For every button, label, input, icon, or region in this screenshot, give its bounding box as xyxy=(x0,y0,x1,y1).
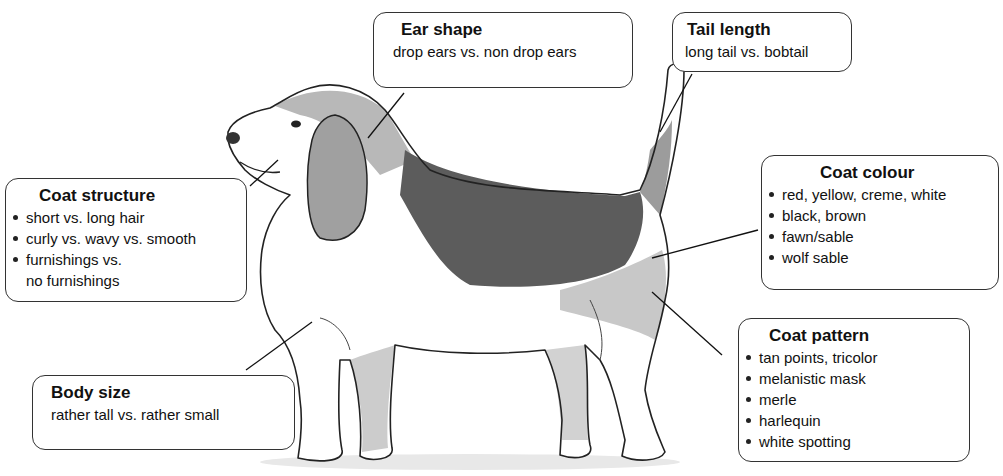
dog-silhouette xyxy=(228,64,684,461)
bullet-text: melanistic mask xyxy=(759,368,866,389)
bullet-item: tan points, tricolor xyxy=(745,347,959,368)
bullet-dot xyxy=(746,355,751,360)
leader-line xyxy=(652,230,758,258)
callout-heading: Body size xyxy=(51,381,284,404)
bullet-item: black, brown xyxy=(768,205,988,226)
black-saddle xyxy=(400,150,643,287)
leader-line xyxy=(368,93,404,138)
bullet-dot xyxy=(746,418,751,423)
bullet-item: furnishings vs. no furnishings xyxy=(12,249,236,291)
bullet-text: harlequin xyxy=(759,410,821,431)
bullet-dot xyxy=(746,397,751,402)
thigh-shading xyxy=(560,250,666,340)
bullet-text: short vs. long hair xyxy=(26,207,144,228)
bullet-text: furnishings vs. no furnishings xyxy=(26,249,131,291)
bullet-text: red, yellow, creme, white xyxy=(782,184,946,205)
callout-text: drop ears vs. non drop ears xyxy=(393,41,622,62)
bullet-dot xyxy=(746,439,751,444)
bullet-dot xyxy=(13,257,18,262)
callout-box: Tail lengthlong tail vs. bobtail xyxy=(672,12,852,72)
dog-outline xyxy=(228,64,684,461)
elbow-line xyxy=(320,318,350,350)
callout-heading: Ear shape xyxy=(401,18,622,41)
eye xyxy=(291,121,301,128)
hind-leg-shading xyxy=(545,345,588,440)
callout-box: Body sizerather tall vs. rather small xyxy=(32,375,295,450)
bullet-dot xyxy=(769,192,774,197)
ear xyxy=(307,115,367,240)
bullet-item: harlequin xyxy=(745,410,959,431)
callout-text: long tail vs. bobtail xyxy=(685,41,841,62)
bullet-item: melanistic mask xyxy=(745,368,959,389)
bullet-text: merle xyxy=(759,389,797,410)
bullet-item: curly vs. wavy vs. smooth xyxy=(12,228,236,249)
callout-heading: Coat pattern xyxy=(769,324,959,347)
bullet-text: fawn/sable xyxy=(782,226,854,247)
bullet-text: white spotting xyxy=(759,431,851,452)
leader-line xyxy=(660,74,692,132)
bullet-text: curly vs. wavy vs. smooth xyxy=(26,228,196,249)
nose xyxy=(226,132,240,144)
leader-line xyxy=(652,292,722,355)
callout-box: Ear shapedrop ears vs. non drop ears xyxy=(373,12,633,88)
bullet-dot xyxy=(769,234,774,239)
bullet-item: white spotting xyxy=(745,431,959,452)
bullet-item: wolf sable xyxy=(768,247,988,268)
callout-box: Coat colourred, yellow, creme, whiteblac… xyxy=(761,155,999,290)
bullet-dot xyxy=(769,213,774,218)
leader-line xyxy=(246,322,312,370)
bullet-text: wolf sable xyxy=(782,247,849,268)
far-leg-shading xyxy=(350,345,395,452)
bullet-dot xyxy=(746,376,751,381)
callout-text: rather tall vs. rather small xyxy=(51,404,284,425)
bullet-text: tan points, tricolor xyxy=(759,347,877,368)
bullet-item: fawn/sable xyxy=(768,226,988,247)
bullet-item: red, yellow, creme, white xyxy=(768,184,988,205)
tail-shading xyxy=(640,120,672,215)
bullet-dot xyxy=(13,215,18,220)
leader-lines xyxy=(246,74,758,370)
callout-heading: Coat structure xyxy=(39,184,236,207)
leader-line xyxy=(250,160,278,186)
callout-heading: Tail length xyxy=(687,18,841,41)
bullet-text: black, brown xyxy=(782,205,866,226)
thigh-line xyxy=(590,300,602,360)
callout-heading: Coat colour xyxy=(820,161,988,184)
bullet-dot xyxy=(769,255,774,260)
callout-box: Coat structureshort vs. long haircurly v… xyxy=(5,178,247,302)
bullet-item: merle xyxy=(745,389,959,410)
bullet-item: short vs. long hair xyxy=(12,207,236,228)
callout-box: Coat patterntan points, tricolormelanist… xyxy=(738,318,970,462)
bullet-dot xyxy=(13,236,18,241)
